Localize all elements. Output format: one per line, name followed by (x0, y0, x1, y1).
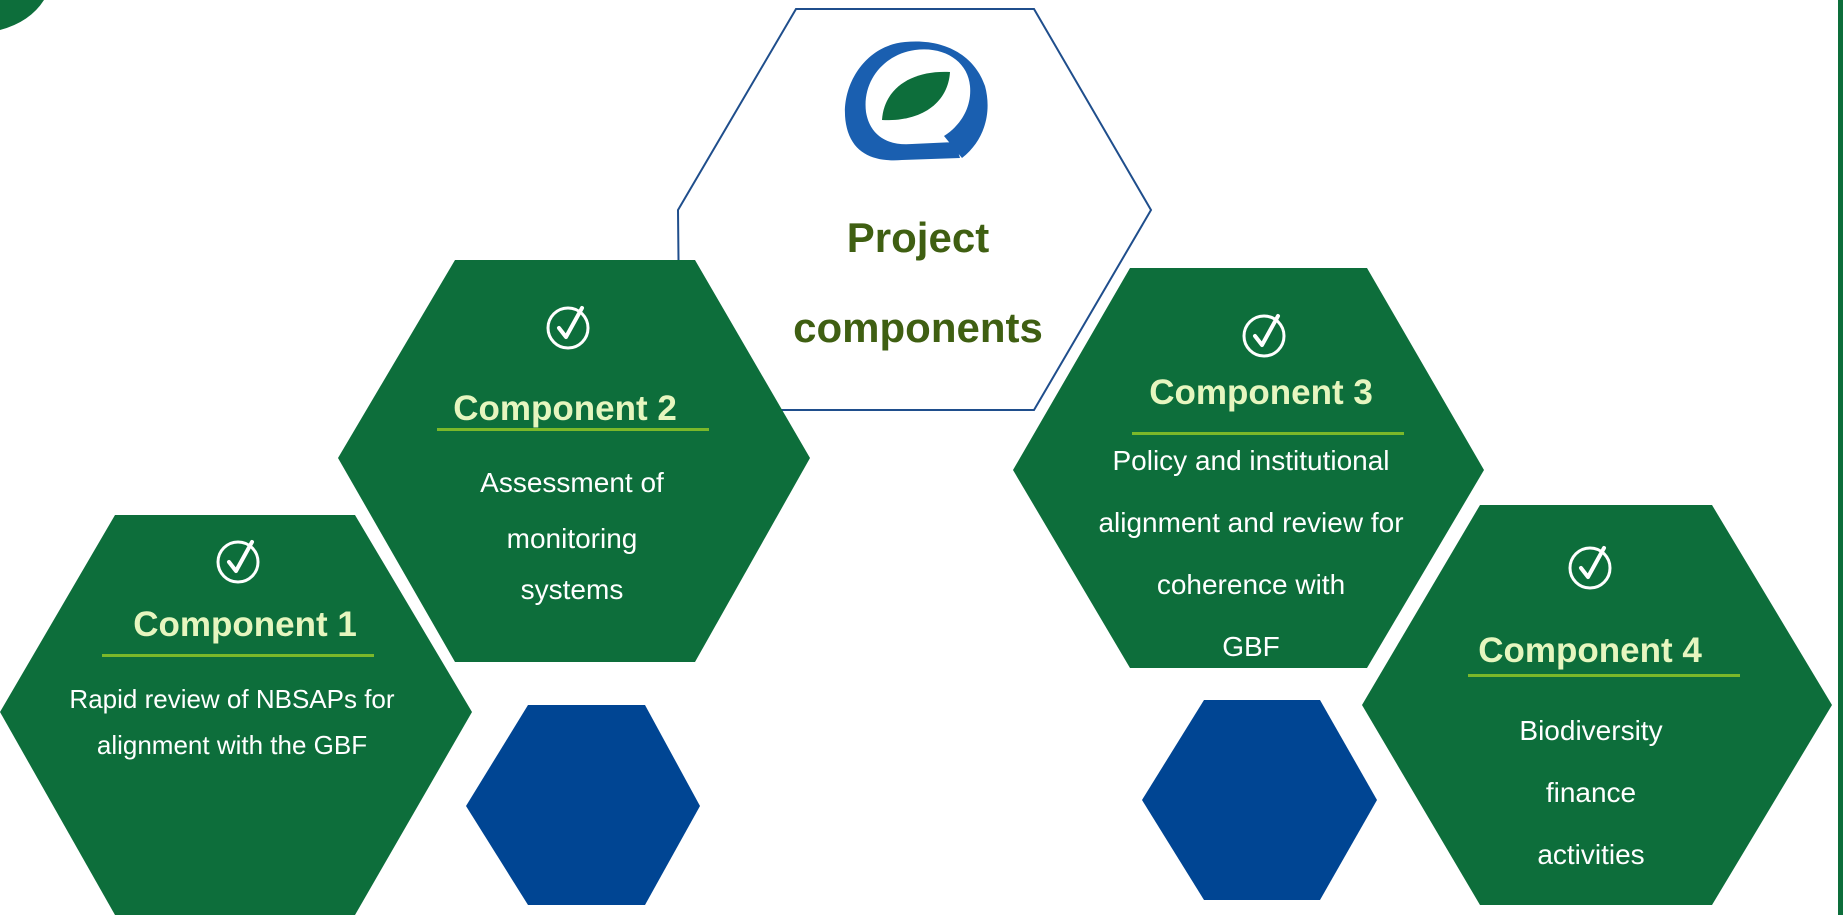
component-1-hexagon (0, 515, 472, 915)
component-4-hexagon (1362, 505, 1832, 905)
component-3-desc-line: alignment and review for (1098, 507, 1404, 538)
component-4-desc-line: Biodiversity (1519, 715, 1663, 746)
check-circle-icon (1568, 546, 1612, 590)
center-title-line1: Project (846, 214, 990, 261)
leaf-logo-icon (844, 41, 988, 161)
center-title-line2: components (793, 304, 1043, 351)
component-4-desc-line: finance (1545, 777, 1637, 808)
component-4-desc-line: activities (1537, 839, 1645, 870)
component-2-title: Component 2 (453, 389, 677, 428)
right-border-line (1838, 0, 1843, 915)
component-1-title: Component 1 (133, 605, 357, 644)
component-3-desc-line: GBF (1222, 631, 1280, 662)
component-3-hexagon (1013, 268, 1484, 668)
component-3-title: Component 3 (1149, 373, 1373, 412)
component-2-desc-line: monitoring (506, 523, 638, 554)
component-2-description: Assessment of monitoring systems (362, 455, 782, 613)
check-circle-icon (216, 540, 260, 584)
component-2-underline (437, 428, 709, 431)
check-circle-icon (1242, 314, 1286, 358)
corner-leaf-icon (0, 0, 44, 30)
component-4-title: Component 4 (1478, 631, 1702, 670)
component-1-desc-line: Rapid review of NBSAPs for (69, 684, 395, 714)
center-hexagon (676, 8, 1153, 411)
component-1-underline (102, 654, 374, 657)
component-2-desc-line: Assessment of (480, 467, 664, 498)
component-1-description: Rapid review of NBSAPs for alignment wit… (22, 676, 442, 768)
component-1-desc-line: alignment with the GBF (96, 730, 368, 760)
component-4-description: Biodiversity finance activities (1381, 700, 1801, 886)
component-3-desc-line: coherence with (1156, 569, 1346, 600)
component-3-description: Policy and institutional alignment and r… (1041, 430, 1461, 678)
component-3-underline (1132, 432, 1404, 435)
component-4-underline (1468, 674, 1740, 677)
component-3-desc-line: Policy and institutional (1112, 445, 1390, 476)
blue-hexagon-left (466, 705, 700, 905)
blue-hexagon-right (1142, 700, 1377, 900)
check-circle-icon (546, 306, 590, 350)
component-2-hexagon (338, 260, 810, 662)
component-2-desc-line: systems (520, 574, 624, 605)
